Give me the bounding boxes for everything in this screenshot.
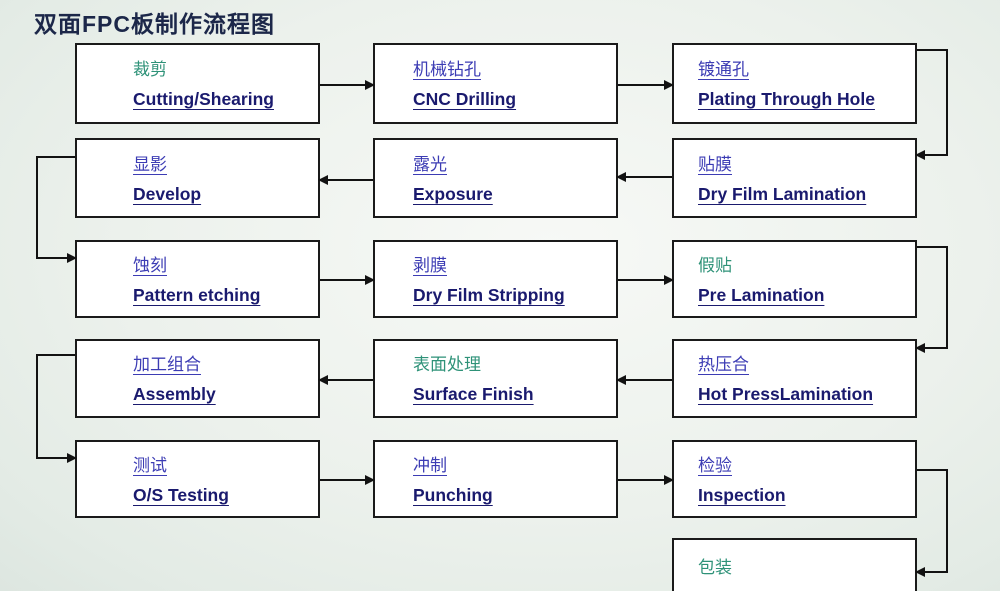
step-label-en: Assembly <box>133 384 216 404</box>
step-label-en: Surface Finish <box>413 384 534 404</box>
arrow-lamination-to-exposure <box>616 172 672 182</box>
step-label-en: Cutting/Shearing <box>133 89 274 109</box>
arrow-surface-to-assembly <box>318 375 373 385</box>
arrow-testing-to-punching <box>320 475 375 485</box>
step-label-en: Exposure <box>413 183 493 204</box>
step-label-zh: 冲制 <box>413 455 447 475</box>
step-label-zh: 测试 <box>133 455 167 475</box>
step-label-zh: 露光 <box>413 154 447 174</box>
step-label-zh: 包装 <box>698 558 732 577</box>
step-label-en: Dry Film Lamination <box>698 183 867 204</box>
step-label-zh: 显影 <box>133 154 167 174</box>
flow-step-dry-film-lamination: 贴膜 Dry Film Lamination <box>672 138 917 218</box>
flow-step-pre-lamination: 假贴 Pre Lamination <box>672 240 917 318</box>
arrow-exposure-to-develop <box>318 175 373 185</box>
step-label-en: CNC Drilling <box>413 89 517 109</box>
flow-step-assembly: 加工组合 Assembly <box>75 339 320 418</box>
flow-step-punching: 冲制 Punching <box>373 440 618 518</box>
step-label-en: O/S Testing <box>133 484 229 505</box>
step-label-zh: 镀通孔 <box>698 60 749 79</box>
step-label-zh: 剥膜 <box>413 255 447 275</box>
arrow-punching-to-inspection <box>618 475 674 485</box>
flow-step-cnc-drilling: 机械钻孔 CNC Drilling <box>373 43 618 124</box>
step-label-zh: 蚀刻 <box>133 255 167 275</box>
arrow-etching-to-stripping <box>320 275 375 285</box>
step-label-zh: 热压合 <box>698 355 749 374</box>
arrow-drilling-to-plating <box>618 80 674 90</box>
flow-step-exposure: 露光 Exposure <box>373 138 618 218</box>
flow-step-os-testing: 测试 O/S Testing <box>75 440 320 518</box>
flow-step-packing: 包装 <box>672 538 917 591</box>
step-label-zh: 机械钻孔 <box>413 60 481 79</box>
step-label-en: Punching <box>413 484 493 505</box>
step-label-zh: 裁剪 <box>133 60 167 79</box>
flow-step-hot-press-lamination: 热压合 Hot PressLamination <box>672 339 917 418</box>
step-label-en: Develop <box>133 183 202 204</box>
step-label-zh: 贴膜 <box>698 154 732 174</box>
flow-step-dry-film-stripping: 剥膜 Dry Film Stripping <box>373 240 618 318</box>
step-label-zh: 检验 <box>698 455 732 475</box>
step-label-en: Inspection <box>698 484 786 505</box>
step-label-en: Pre Lamination <box>698 284 825 305</box>
flow-step-develop: 显影 Develop <box>75 138 320 218</box>
flow-step-surface-finish: 表面处理 Surface Finish <box>373 339 618 418</box>
flow-step-inspection: 检验 Inspection <box>672 440 917 518</box>
step-label-en: Pattern etching <box>133 284 261 305</box>
step-label-en: Plating Through Hole <box>698 89 875 109</box>
flow-step-cutting-shearing: 裁剪 Cutting/Shearing <box>75 43 320 124</box>
step-label-en: Hot PressLamination <box>698 384 874 404</box>
arrow-stripping-to-prelam <box>618 275 674 285</box>
step-label-en: Dry Film Stripping <box>413 284 565 305</box>
flow-step-plating-through-hole: 镀通孔 Plating Through Hole <box>672 43 917 124</box>
step-label-zh: 表面处理 <box>413 355 481 374</box>
arrow-cutting-to-drilling <box>320 80 375 90</box>
page-title: 双面FPC板制作流程图 <box>34 11 275 37</box>
step-label-zh: 加工组合 <box>133 355 201 374</box>
step-label-zh: 假贴 <box>698 255 732 275</box>
flow-step-pattern-etching: 蚀刻 Pattern etching <box>75 240 320 318</box>
arrow-hotpress-to-surface <box>616 375 672 385</box>
